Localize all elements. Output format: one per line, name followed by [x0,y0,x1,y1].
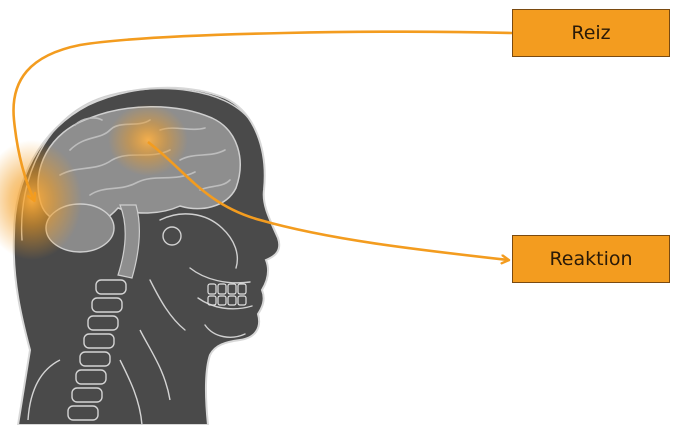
reaction-label: Reaktion [549,248,632,270]
reaction-label-box: Reaktion [512,235,670,283]
stimulus-label: Reiz [571,22,610,44]
stimulus-label-box: Reiz [512,9,670,57]
